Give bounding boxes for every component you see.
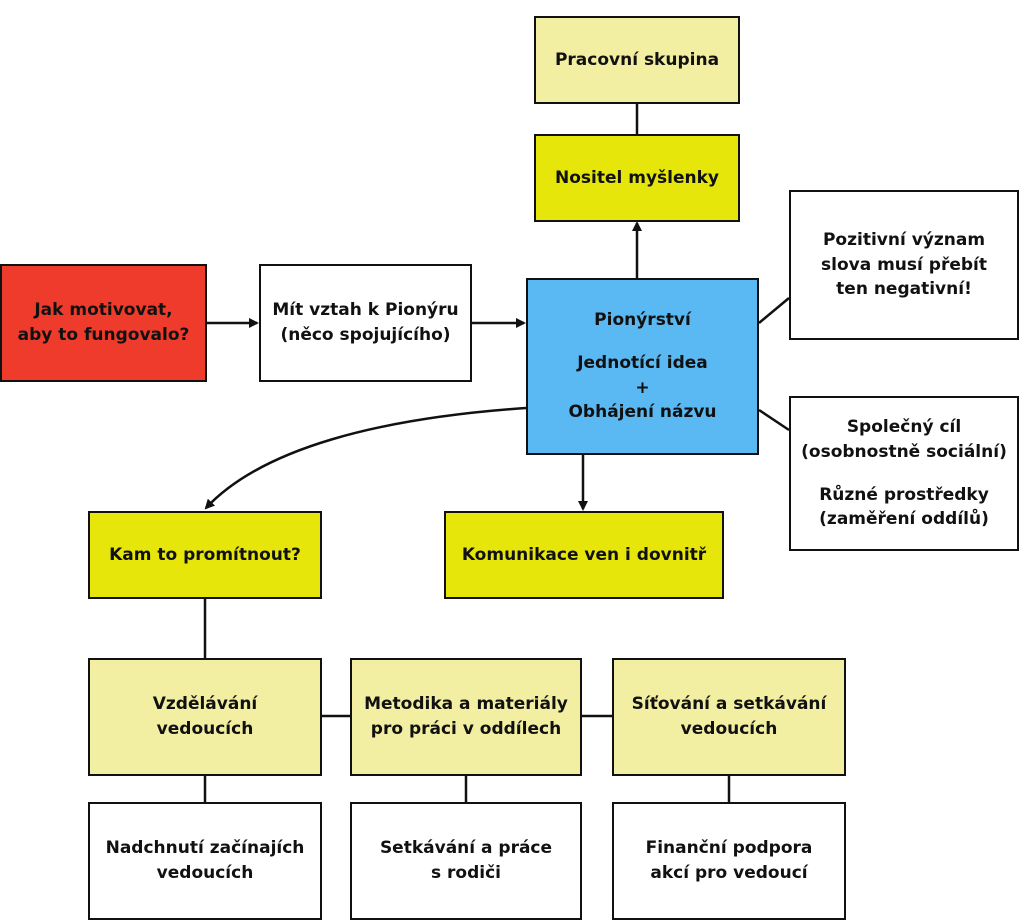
node-label-line-1: Pozitivní význam	[822, 230, 986, 251]
node-label-line-3: Obhájení názvu	[568, 402, 717, 423]
node-label-line-1: Mít vztah k Pionýru	[272, 300, 459, 321]
node-label-line-2: akcí pro vedoucí	[650, 863, 808, 883]
node-label-line-2: vedoucích	[156, 863, 254, 883]
node-label-line-1: Síťování a setkávání	[631, 694, 827, 715]
node-setkavani-s-rodici: Setkávání a práce s rodiči	[350, 802, 582, 920]
node-label-line-1: Finanční podpora	[645, 838, 813, 859]
node-title: Pionýrství	[594, 310, 691, 331]
node-jak-motivovat: Jak motivovat, aby to fungovalo?	[0, 264, 207, 382]
connector-pionyrstvi-spolecny	[758, 408, 790, 432]
node-label-line-3: Různé prostředky	[819, 484, 989, 505]
node-mit-vztah: Mít vztah k Pionýru (něco spojujícího)	[259, 264, 472, 382]
node-label-line-2: (osobnostně sociální)	[801, 441, 1007, 462]
node-label-line-4: (zaměření oddílů)	[819, 509, 989, 530]
node-spolecny-cil: Společný cíl (osobnostně sociální) Různé…	[789, 396, 1019, 551]
node-komunikace: Komunikace ven i dovnitř	[444, 511, 724, 599]
node-label-line-1: Vzdělávání	[152, 694, 258, 715]
arrow-pionyrstvi-to-kam	[204, 406, 527, 510]
node-vzdelavani-vedoucich: Vzdělávání vedoucích	[88, 658, 322, 776]
node-label-line-2: aby to fungovalo?	[17, 325, 190, 345]
node-label: Nositel myšlenky	[554, 167, 719, 188]
node-label-line-1: Nadchnutí začínajích	[105, 838, 305, 859]
node-kam-to-promitnout: Kam to promítnout?	[88, 511, 322, 599]
node-label-line-2: (něco spojujícího)	[280, 325, 451, 345]
node-label-line-2: pro práci v oddílech	[370, 719, 562, 739]
node-label-line-1: Metodika a materiály	[364, 694, 568, 715]
node-label-line-2: vedoucích	[680, 719, 778, 739]
node-label-line-2: slova musí přebít	[821, 254, 987, 275]
node-label-line-1: Jednotící idea	[577, 352, 708, 373]
node-label-line-2: s rodiči	[430, 863, 501, 883]
node-pozitivni-vyznam: Pozitivní význam slova musí přebít ten n…	[789, 190, 1019, 340]
node-label: Pracovní skupina	[554, 49, 720, 70]
node-sitovani: Síťování a setkávání vedoucích	[612, 658, 846, 776]
node-label-line-1: Jak motivovat,	[34, 300, 173, 321]
node-label-line-2: vedoucích	[156, 719, 254, 739]
node-nadchnuti: Nadchnutí začínajích vedoucích	[88, 802, 322, 920]
node-label-line-1: Setkávání a práce	[379, 838, 553, 859]
node-metodika: Metodika a materiály pro práci v oddílec…	[350, 658, 582, 776]
node-label-line-3: ten negativní!	[836, 279, 972, 300]
node-nositel-myslenky: Nositel myšlenky	[534, 134, 740, 222]
node-pionyrstvi: Pionýrství Jednotící idea + Obhájení náz…	[526, 278, 759, 455]
node-label-line-2: +	[635, 377, 650, 398]
node-label: Komunikace ven i dovnitř	[461, 544, 707, 565]
node-pracovni-skupina: Pracovní skupina	[534, 16, 740, 104]
node-label: Kam to promítnout?	[109, 544, 301, 565]
node-financni-podpora: Finanční podpora akcí pro vedoucí	[612, 802, 846, 920]
connector-pionyrstvi-pozitivni	[758, 297, 790, 324]
node-label-line-1: Společný cíl	[846, 417, 962, 438]
